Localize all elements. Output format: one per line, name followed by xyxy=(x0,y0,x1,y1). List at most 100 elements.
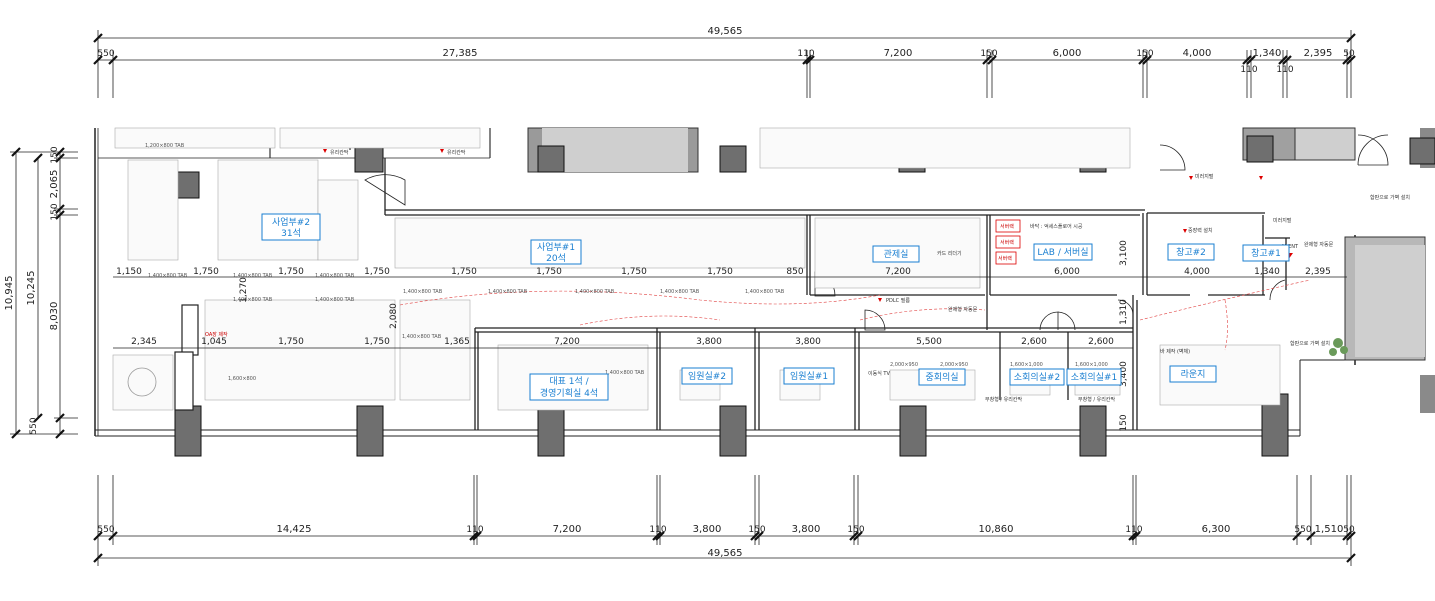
north-desks xyxy=(759,127,1131,169)
room-labels xyxy=(261,213,1290,401)
dim-label: 3,800 xyxy=(795,337,821,347)
server-floor-note: 바닥 : 억세스플로어 시공 xyxy=(1030,223,1083,230)
dim-label: 1,750 xyxy=(364,267,390,277)
dim-label: 6,000 xyxy=(1053,48,1082,59)
column xyxy=(1246,135,1274,163)
table-size-note: 1,600×1,000 xyxy=(1075,362,1108,368)
dim-label: 150 xyxy=(1136,49,1153,59)
dim-label: 3,800 xyxy=(696,337,722,347)
dim-label: 3,800 xyxy=(693,524,722,535)
tab-note: 1,400×800 TAB xyxy=(315,297,355,303)
server-racks xyxy=(995,219,1021,265)
dim-label: 50 xyxy=(1343,49,1355,59)
server-rack-label: 서버랙 xyxy=(998,255,1012,262)
room-name: 사업부#2 xyxy=(272,217,310,228)
left-dimension-lines xyxy=(10,151,78,435)
room-name: 소회의실#1 xyxy=(1071,372,1117,383)
column xyxy=(1409,137,1435,165)
dim-label: 1,750 xyxy=(536,267,562,277)
server-rack xyxy=(995,219,1021,233)
lounge-bar-note: 바 제작 (벽체) xyxy=(1160,348,1190,355)
room-label-box xyxy=(529,373,609,401)
dim-label: 6,300 xyxy=(1202,524,1231,535)
room-capacity: 20석 xyxy=(546,253,566,264)
door-glass-note: 무창형 / 유리칸막 xyxy=(985,396,1022,403)
dim-label: 10,860 xyxy=(979,524,1014,535)
dim-label: 2,600 xyxy=(1088,337,1114,347)
dim-label: 1,750 xyxy=(621,267,647,277)
room-label-box xyxy=(1009,368,1065,386)
dim-label: 1,310 xyxy=(1119,299,1129,325)
window-note: 합판으로 가벽 설치 xyxy=(1290,340,1330,347)
dim-label: 150 xyxy=(50,203,60,220)
dim-label: 2,395 xyxy=(1305,267,1331,277)
dim-label: 550 xyxy=(29,417,39,434)
card-gate-note: 카드 리더기 xyxy=(937,250,962,257)
bottom-segment-dims: 550 14,425 110 7,200 110 3,800 150 3,800… xyxy=(97,524,1355,535)
dim-label: 110 xyxy=(1276,65,1293,75)
door-glass-note: 무창형 / 유리칸막 xyxy=(1078,396,1115,403)
room-name: 임원실#1 xyxy=(790,370,828,382)
column xyxy=(537,405,565,457)
dim-label: 1,750 xyxy=(278,337,304,347)
dim-label: 1,150 xyxy=(116,267,142,277)
mirror-note: 미러지펄 xyxy=(1195,173,1214,180)
columns xyxy=(174,135,1435,457)
dim-label: 5,500 xyxy=(916,337,942,347)
tv-note: 이동식 TV xyxy=(868,370,890,377)
column xyxy=(356,405,384,457)
dim-label: 110 xyxy=(797,49,814,59)
dim-label: 550 xyxy=(97,49,114,59)
table-size-note: 2,000×950 xyxy=(890,362,918,368)
dim-label: 1,750 xyxy=(193,267,219,277)
dim-label: 8,030 xyxy=(49,302,60,331)
dim-label: 110 xyxy=(1125,525,1142,535)
doors xyxy=(364,134,1389,331)
bottom-dimension-ticks xyxy=(93,531,1356,563)
dim-label: 1,750 xyxy=(451,267,477,277)
tab-note: 1,400×800 TAB xyxy=(315,273,355,279)
room-label-box xyxy=(1169,365,1217,383)
server-rack-label: 서버랙 xyxy=(1000,239,1014,246)
column xyxy=(899,405,927,457)
dim-label: 110 xyxy=(466,525,483,535)
m-ent-label: M-ENT xyxy=(1282,244,1299,250)
tab-note: 1,400×800 TAB xyxy=(605,370,645,376)
dim-label: 2,065 xyxy=(49,170,60,199)
bottom-overall-dim: 49,565 xyxy=(708,548,743,559)
room-name: 중회의실 xyxy=(925,372,958,383)
room-name: 창고#2 xyxy=(1176,247,1206,258)
dim-label: 1,365 xyxy=(444,337,470,347)
room-label-box xyxy=(1242,244,1290,262)
inner-dim-lines xyxy=(113,276,1347,349)
dim-label: 150 xyxy=(1119,414,1129,431)
inner-dims-vertical: 1,270 2,080 3,100 1,310 3,400 150 xyxy=(239,240,1129,432)
exec-desk-note: 1,600×800 xyxy=(228,376,256,382)
tab-note: 1,200×800 TAB xyxy=(145,143,185,149)
dim-label: 110 xyxy=(1240,65,1257,75)
dim-label: 3,400 xyxy=(1119,361,1129,387)
dim-label: 1,270 xyxy=(239,277,249,303)
dim-label: 3,800 xyxy=(792,524,821,535)
room-name: 임원실#2 xyxy=(688,370,726,382)
auto-door-note: 완제형 자동문 xyxy=(948,306,978,313)
dim-label: 7,200 xyxy=(884,48,913,59)
tab-note: 1,400×800 TAB xyxy=(402,334,442,340)
tab-note: 1,400×800 TAB xyxy=(148,273,188,279)
workstation-cluster xyxy=(204,299,396,401)
room-label-box xyxy=(681,367,733,385)
room-name: 라운지 xyxy=(1181,369,1206,380)
dim-label: 850 xyxy=(786,267,803,277)
auto-door-note: 완제형 자동문 xyxy=(1304,241,1334,248)
dim-label: 4,000 xyxy=(1184,267,1210,277)
plant-icon xyxy=(1329,338,1348,356)
dim-label: 1,340 xyxy=(1254,267,1280,277)
dim-label: 1,750 xyxy=(707,267,733,277)
inner-dims-row2: 2,345 1,045 1,750 1,750 1,365 7,200 3,80… xyxy=(131,337,1114,347)
dim-label: 150 xyxy=(748,525,765,535)
room-capacity: 경영기획실 4석 xyxy=(540,387,598,399)
room-name: 소회의실#2 xyxy=(1014,372,1060,383)
room-label-box xyxy=(1066,368,1122,386)
left-mid-dim: 10,245 xyxy=(26,271,37,306)
